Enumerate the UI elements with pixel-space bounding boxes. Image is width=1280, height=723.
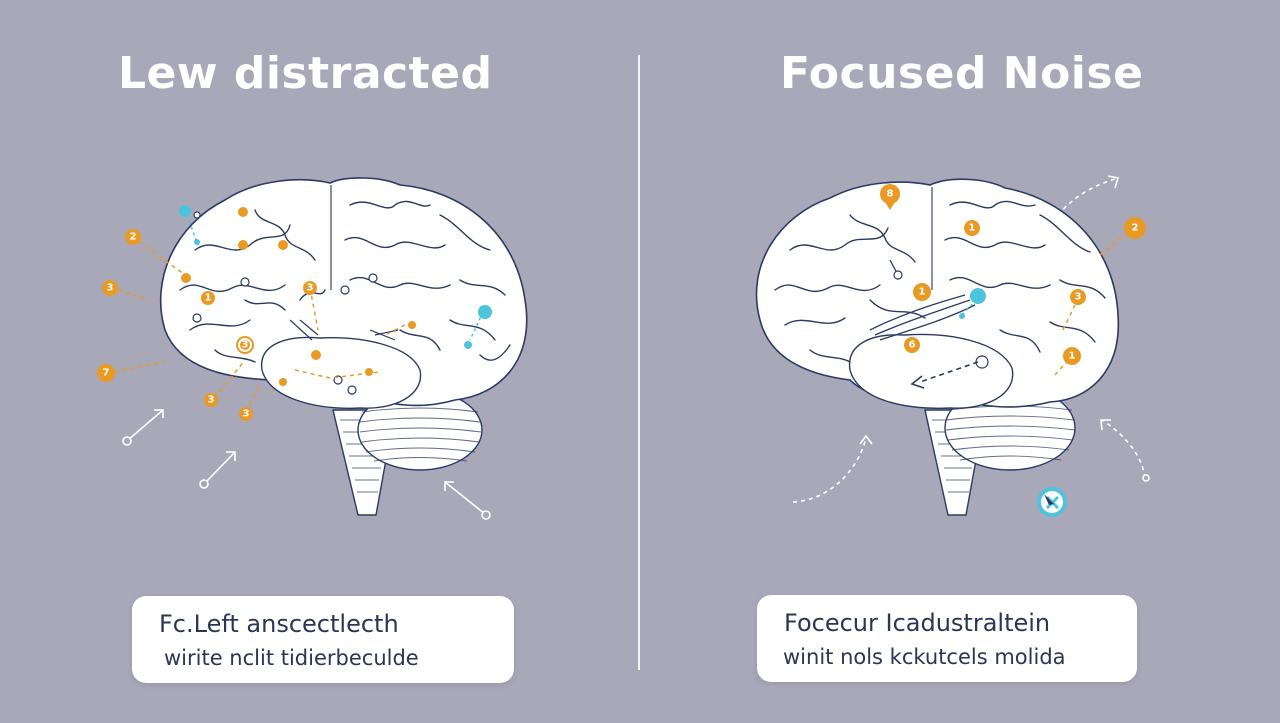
left-caption-heading: Fc.Left anscectlecth: [159, 610, 399, 638]
node-badge-icon: 3: [239, 407, 253, 421]
arrow-icon: [1057, 177, 1119, 216]
svg-text:7: 7: [103, 368, 110, 379]
right-panel-title: Focused Noise: [780, 48, 1144, 99]
right-caption-subtext: winit nols kckutcels molida: [783, 645, 1066, 669]
node-badge-icon: 3: [204, 393, 218, 407]
node-badge-icon: 1: [201, 291, 215, 305]
svg-text:3: 3: [243, 409, 250, 420]
svg-text:1: 1: [205, 293, 212, 304]
node-badge-icon: 2: [1124, 217, 1146, 239]
node-badge-icon: 7: [97, 364, 115, 382]
svg-text:2: 2: [1132, 223, 1139, 234]
right-arrow-icons: [792, 177, 1146, 503]
node-badge-icon: 6: [904, 337, 920, 353]
arrow-icon: [792, 437, 867, 503]
arrow-icon: [1101, 419, 1146, 479]
arrow-icon: [444, 481, 491, 520]
node-badge-icon: 3: [1070, 289, 1086, 305]
left-brain-icon: [106, 177, 528, 516]
svg-text:3: 3: [242, 340, 249, 351]
svg-text:1: 1: [919, 287, 926, 298]
svg-text:1: 1: [1069, 351, 1076, 362]
arrow-icon: [122, 409, 164, 446]
node-badge-icon: 1: [1063, 347, 1081, 365]
svg-text:8: 8: [887, 189, 894, 200]
right-caption-card: Focecur Icadustraltein winit nols kckutc…: [757, 595, 1137, 682]
node-badge-icon: 3: [303, 281, 317, 295]
right-caption-heading: Focecur Icadustraltein: [784, 609, 1051, 637]
left-arrow-icons: [122, 409, 491, 520]
svg-text:2: 2: [130, 232, 137, 243]
node-badge-icon: 2: [125, 229, 141, 245]
right-brain-icon: [755, 178, 1126, 516]
right-node-badges: 8 1 1 6 3 1 2: [880, 184, 1146, 365]
svg-text:3: 3: [307, 283, 314, 294]
svg-text:1: 1: [969, 223, 976, 234]
left-node-badges: 2 3 7 1 3 3 3 3: [97, 205, 492, 421]
node-badge-icon: 3: [236, 336, 254, 354]
left-caption-card: Fc.Left anscectlecth wirite nclit tidier…: [132, 596, 514, 683]
node-badge-icon: 1: [964, 220, 980, 236]
arrow-icon: [199, 451, 236, 489]
node-badge-icon: 1: [913, 283, 931, 301]
node-badge-icon: 3: [102, 280, 118, 296]
node-badge-icon: 8: [880, 184, 900, 210]
svg-text:3: 3: [1075, 292, 1082, 303]
left-panel-title: Lew distracted: [118, 48, 493, 99]
cursor-icon: [1037, 487, 1067, 517]
left-caption-subtext: wirite nclit tidierbeculde: [164, 646, 419, 670]
panel-divider: [638, 55, 640, 670]
svg-text:6: 6: [909, 340, 916, 351]
svg-text:3: 3: [107, 283, 114, 294]
svg-text:3: 3: [208, 395, 215, 406]
